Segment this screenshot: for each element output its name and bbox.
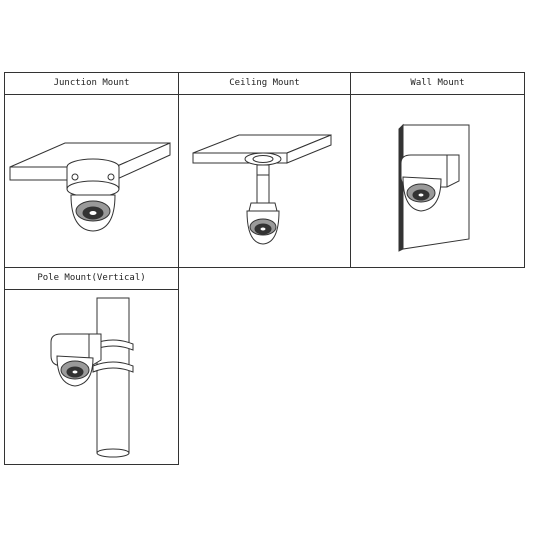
grid-line bbox=[4, 72, 5, 465]
junction-mount-illustration bbox=[5, 95, 178, 267]
grid-line bbox=[4, 464, 179, 465]
header-wall-mount: Wall Mount bbox=[410, 78, 465, 88]
grid-line bbox=[4, 94, 525, 95]
header-junction-mount: Junction Mount bbox=[53, 78, 130, 88]
grid-line bbox=[4, 289, 179, 290]
grid-line bbox=[178, 72, 179, 465]
ceiling-mount-illustration bbox=[179, 95, 350, 267]
grid-line bbox=[524, 72, 525, 268]
wall-mount-illustration bbox=[351, 95, 524, 267]
header-pole-mount: Pole Mount(Vertical) bbox=[37, 273, 146, 283]
grid-line bbox=[4, 267, 525, 268]
header-ceiling-mount: Ceiling Mount bbox=[229, 78, 300, 88]
grid-line bbox=[350, 72, 351, 268]
grid-line bbox=[4, 72, 525, 73]
pole-mount-illustration bbox=[5, 290, 178, 464]
